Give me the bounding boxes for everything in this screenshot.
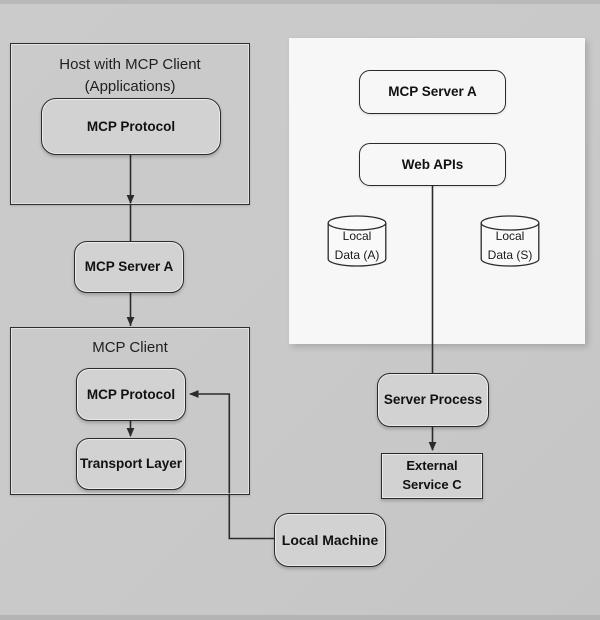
arrowhead-down-client-entry xyxy=(126,317,135,326)
external-service-node: External Service C xyxy=(381,453,483,499)
host-title: Host with MCP Client (Applications) xyxy=(10,54,250,98)
host-mcp-protocol-label: MCP Protocol xyxy=(86,118,176,134)
web-apis-node: Web APIs xyxy=(359,143,506,186)
local-data-a-line2: Data (A) xyxy=(334,248,380,262)
cylinder-shape xyxy=(480,215,540,267)
host-mcp-protocol-node: MCP Protocol xyxy=(41,98,221,155)
local-machine-label: Local Machine xyxy=(281,531,379,548)
web-apis-label: Web APIs xyxy=(401,156,464,172)
external-service-line1: External xyxy=(406,458,458,474)
local-data-a-cylinder: Local Data (A) xyxy=(327,214,387,268)
local-data-a-line1: Local xyxy=(342,229,372,243)
client-mcp-protocol-node: MCP Protocol xyxy=(76,368,186,421)
bottom-edge-strip xyxy=(0,615,600,620)
local-data-s-cylinder: Local Data (S) xyxy=(480,214,540,268)
panel-mcp-server-a-node: MCP Server A xyxy=(359,70,506,114)
top-edge-strip xyxy=(0,0,600,4)
server-process-node: Server Process xyxy=(377,373,489,427)
arrowhead-down-external-entry xyxy=(428,442,437,451)
local-data-s-line1: Local xyxy=(495,229,525,243)
panel-mcp-server-a-label: MCP Server A xyxy=(388,84,477,100)
transport-layer-node: Transport Layer xyxy=(76,438,186,490)
local-data-a-label: Local Data (A) xyxy=(327,227,387,265)
transport-layer-label: Transport Layer xyxy=(79,456,183,472)
client-mcp-protocol-label: MCP Protocol xyxy=(86,386,176,402)
host-title-line1: Host with MCP Client xyxy=(59,56,201,73)
local-data-s-label: Local Data (S) xyxy=(480,227,540,265)
mcp-server-a-node: MCP Server A xyxy=(74,241,184,293)
host-title-line2: (Applications) xyxy=(84,78,176,95)
local-machine-node: Local Machine xyxy=(274,513,386,567)
local-data-s-line2: Data (S) xyxy=(487,248,533,262)
cylinder-shape xyxy=(327,215,387,267)
mcp-client-title: MCP Client xyxy=(92,339,168,356)
external-service-line2: Service C xyxy=(402,477,462,492)
server-process-label: Server Process xyxy=(383,392,483,408)
mcp-server-a-label: MCP Server A xyxy=(84,259,174,275)
